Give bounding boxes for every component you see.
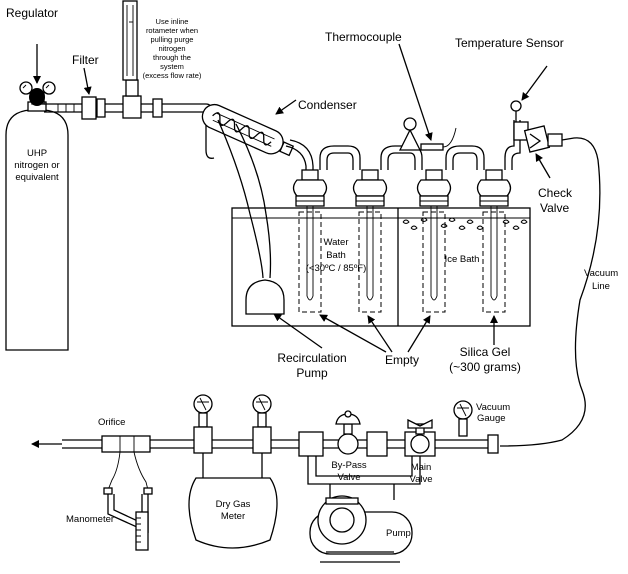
orifice bbox=[101, 435, 151, 453]
lower-train bbox=[31, 394, 499, 563]
label-temperature-sensor: Temperature Sensor bbox=[455, 36, 564, 50]
label-cylinder-2: nitrogen or bbox=[14, 160, 59, 171]
vacuum-line bbox=[499, 137, 601, 447]
meter-inlet-gauge bbox=[193, 394, 213, 454]
label-regulator: Regulator bbox=[6, 6, 58, 20]
label-rotameter-note-1: Use inline bbox=[156, 17, 189, 26]
bypass-loop bbox=[298, 431, 421, 485]
label-check-valve-2: Valve bbox=[540, 201, 569, 215]
label-bypass-valve-1: By-Pass bbox=[331, 460, 367, 471]
label-ice-bath: Ice Bath bbox=[445, 254, 480, 265]
condenser bbox=[201, 99, 314, 178]
ice-cube bbox=[476, 225, 484, 230]
label-vacuum-gauge-1: Vacuum bbox=[476, 402, 510, 413]
label-filter: Filter bbox=[72, 53, 99, 67]
ice-cube bbox=[410, 225, 418, 230]
label-condenser: Condenser bbox=[298, 98, 357, 112]
label-rotameter-note-3: pulling purge bbox=[151, 35, 194, 44]
nitrogen-cylinder bbox=[5, 101, 69, 351]
label-dry-gas-meter-2: Meter bbox=[221, 511, 245, 522]
impingers bbox=[292, 169, 512, 313]
impinger-3 bbox=[416, 169, 452, 313]
u-tubes bbox=[319, 120, 521, 170]
label-rotameter-note-6: system bbox=[160, 62, 184, 71]
label-cylinder-1: UHP bbox=[27, 148, 47, 159]
ice-cube bbox=[466, 219, 474, 224]
meter-outlet-gauge bbox=[252, 394, 272, 454]
rotameter bbox=[122, 0, 138, 81]
label-rotameter-note-4: nitrogen bbox=[158, 44, 185, 53]
ice-cube bbox=[502, 219, 510, 224]
recirc-tube-2 bbox=[235, 123, 272, 279]
label-check-valve-1: Check bbox=[538, 186, 573, 200]
ice-cube bbox=[520, 219, 528, 224]
label-silica-gel-2: (~300 grams) bbox=[449, 360, 521, 374]
impinger-2 bbox=[352, 169, 388, 313]
recirculation-pump bbox=[245, 279, 285, 315]
bath-tank bbox=[231, 207, 531, 327]
label-rotameter-note-7: (excess flow rate) bbox=[143, 71, 202, 80]
label-main-valve-1: Main bbox=[411, 462, 432, 473]
bypass-valve bbox=[335, 410, 361, 455]
ice-cube bbox=[512, 225, 520, 230]
temperature-sensor bbox=[510, 65, 548, 124]
label-water-bath-1: Water bbox=[324, 237, 349, 248]
dry-gas-meter bbox=[188, 453, 278, 549]
impinger-1 bbox=[292, 169, 328, 313]
label-water-bath-2: Bath bbox=[326, 250, 346, 261]
label-vacuum-line-1: Vacuum bbox=[584, 268, 618, 279]
recirc-tube-1 bbox=[217, 119, 264, 279]
label-vacuum-line-2: Line bbox=[592, 281, 610, 292]
main-valve bbox=[404, 418, 436, 457]
label-water-bath-3: (<30ºC / 85ºF) bbox=[306, 263, 367, 274]
label-dry-gas-meter-1: Dry Gas bbox=[216, 499, 251, 510]
ice-cubes bbox=[402, 217, 528, 230]
impinger-4 bbox=[476, 169, 512, 313]
label-vacuum-gauge-2: Gauge bbox=[477, 413, 506, 424]
label-orifice: Orifice bbox=[98, 417, 125, 428]
supply-line bbox=[44, 0, 215, 159]
ice-cube bbox=[458, 225, 466, 230]
label-silica-gel-1: Silica Gel bbox=[460, 345, 511, 359]
label-cylinder-3: equivalent bbox=[15, 172, 59, 183]
label-thermocouple: Thermocouple bbox=[325, 30, 402, 44]
text-labels: Regulator Filter UHP nitrogen or equival… bbox=[6, 6, 618, 539]
regulator bbox=[19, 81, 56, 106]
label-rotameter-note-2: rotameter when bbox=[146, 26, 198, 35]
ice-cube bbox=[420, 217, 428, 222]
thermocouple bbox=[398, 43, 457, 151]
label-bypass-valve-2: Valve bbox=[337, 472, 360, 483]
pump bbox=[309, 484, 413, 563]
label-pump: Pump bbox=[386, 528, 411, 539]
ice-cube bbox=[402, 219, 410, 224]
label-recirculation-1: Recirculation bbox=[277, 351, 346, 365]
label-rotameter-note-5: through the bbox=[153, 53, 191, 62]
label-recirculation-2: Pump bbox=[296, 366, 328, 380]
ice-cube bbox=[440, 223, 448, 228]
filter bbox=[81, 96, 97, 120]
manometer-scale bbox=[135, 511, 149, 551]
label-empty: Empty bbox=[385, 353, 419, 367]
label-main-valve-2: Valve bbox=[409, 474, 432, 485]
ice-cube bbox=[448, 217, 456, 222]
label-manometer: Manometer bbox=[66, 514, 114, 525]
vacuum-gauge bbox=[453, 400, 473, 437]
check-valve bbox=[513, 121, 563, 179]
